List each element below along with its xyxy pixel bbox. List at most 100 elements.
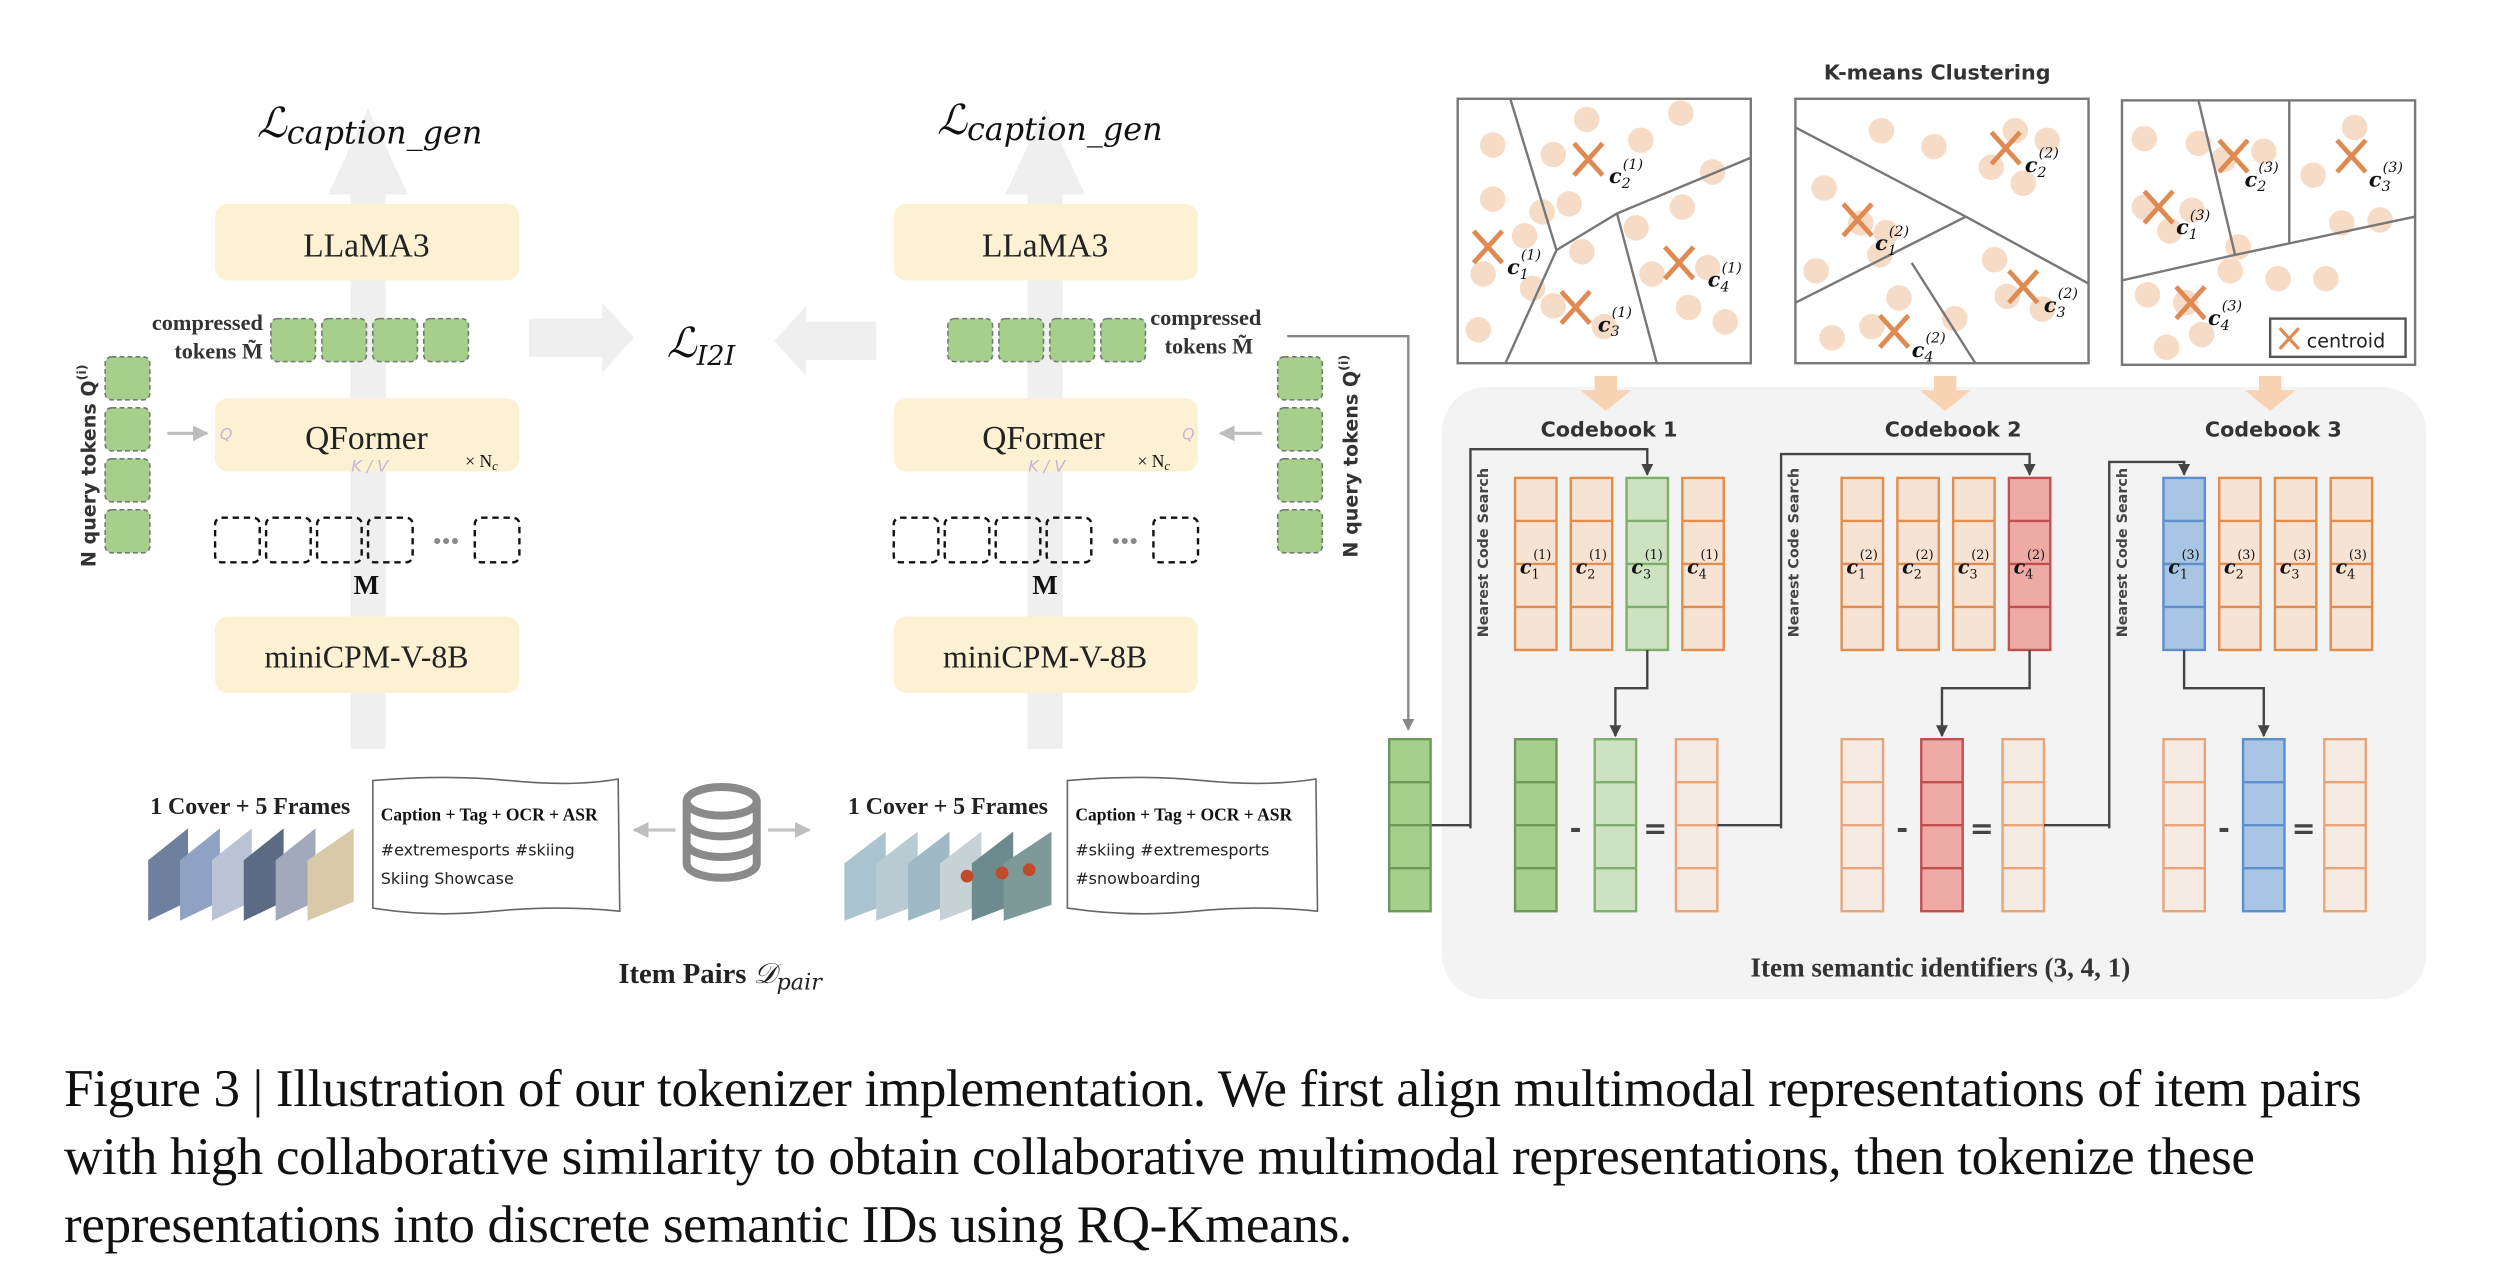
caption-gen-loss: ℒcaption_gen xyxy=(257,99,482,151)
query-tokens-label: N query tokens Q(i) xyxy=(75,364,101,567)
codeword: c2(2) xyxy=(1896,476,1940,652)
codeword-label: c2(2) xyxy=(1902,548,1933,582)
text-card-header: Caption + Tag + OCR + ASR xyxy=(381,804,598,824)
llama3-block xyxy=(215,203,520,281)
codeword: c4(3) xyxy=(2329,476,2374,652)
compressed-token xyxy=(947,317,994,363)
nearest-code-search-label: Nearest Code Search xyxy=(1787,468,1803,637)
compressed-token xyxy=(372,317,419,363)
codebook-title: Codebook 1 xyxy=(1541,417,1678,441)
qformer-block xyxy=(215,398,520,472)
text-card-tags: #extremesports #skiing xyxy=(381,840,575,859)
caption-gen-loss: ℒcaption_gen xyxy=(937,96,1162,148)
query-token xyxy=(1276,407,1324,452)
selected-codeword-vector xyxy=(1920,737,1964,913)
equals-sign: = xyxy=(2292,811,2316,845)
compressed-tokens xyxy=(947,317,1147,363)
frames-label: 1 Cover + 5 Frames xyxy=(848,794,1048,820)
left-pipeline: ℒcaption_gen LLaMA3 compressed tokens M̃… xyxy=(75,99,621,921)
right-pipeline: ℒcaption_gen LLaMA3 compressed tokens M̃… xyxy=(844,96,1415,921)
kv-input-label: K / V xyxy=(351,457,389,476)
embedding-connector-arrow-icon xyxy=(1287,334,1415,731)
text-card-tags-2: #snowboarding xyxy=(1075,869,1200,888)
query-token xyxy=(104,407,151,452)
item-pairs-label: Item Pairs 𝒟pair xyxy=(618,956,823,995)
nearest-search-arrow-icon xyxy=(1469,448,1654,829)
codeword-selected: c4(2) xyxy=(2007,476,2052,652)
query-token xyxy=(1276,458,1324,503)
equals-sign: = xyxy=(1970,811,1994,845)
llama3-label: LLaMA3 xyxy=(303,227,429,264)
qformer-label: QFormer xyxy=(305,420,428,457)
ellipsis-icon: ••• xyxy=(433,527,460,556)
minus-sign: - xyxy=(1570,811,1582,845)
feature-token xyxy=(264,516,312,564)
residual-output-vector xyxy=(1674,737,1719,913)
residual-input-vector xyxy=(2162,737,2207,913)
kmeans-title: K-means Clustering xyxy=(1824,61,2051,85)
query-tokens xyxy=(104,356,151,554)
codeword: c3(3) xyxy=(2273,476,2318,652)
kmeans-panel-1: c2(1) c1(1) c3(1) c4(1) xyxy=(1456,97,1753,365)
legend-label: centroid xyxy=(2307,329,2385,352)
legend: centroid xyxy=(2268,317,2407,359)
compressed-token xyxy=(270,317,317,363)
feature-token xyxy=(1045,516,1093,564)
codeword-arrow-icon xyxy=(1609,649,1649,738)
llama3-block xyxy=(893,203,1199,281)
i2i-loss: ℒI2I xyxy=(667,319,737,372)
residual-output-vector xyxy=(2001,737,2046,913)
kmeans-panel-3: c2(3) c3(3) c1(3) c4(3) centroid xyxy=(2120,99,2417,367)
compressed-token xyxy=(1049,317,1096,363)
database-icon xyxy=(682,782,761,882)
feature-token xyxy=(892,516,940,564)
query-token xyxy=(104,356,151,401)
minicpm-block xyxy=(893,616,1199,693)
minicpm-label: miniCPM-V-8B xyxy=(264,639,468,674)
q-input-label: Q xyxy=(1182,425,1195,444)
input-embedding-vector xyxy=(1387,737,1432,913)
centroid-icon xyxy=(1471,141,1696,325)
compressed-tokens xyxy=(270,317,470,363)
residual-output-vector xyxy=(2323,737,2367,913)
qformer-label: QFormer xyxy=(982,420,1105,457)
repeat-label: × Nc xyxy=(1137,451,1170,473)
text-card-header: Caption + Tag + OCR + ASR xyxy=(1075,804,1292,824)
codebook-title: Codebook 3 xyxy=(2205,417,2342,441)
codebook-1: Codebook 1c1(1)c2(1)c3(1)c4(1)Nearest Co… xyxy=(1469,417,1725,913)
minicpm-label: miniCPM-V-8B xyxy=(943,639,1147,674)
video-frames-image xyxy=(148,828,354,921)
feature-token xyxy=(994,516,1042,564)
feature-token xyxy=(213,516,261,564)
query-tokens xyxy=(1276,356,1324,554)
semantic-id-result: Item semantic identifiers (3, 4, 1) xyxy=(1751,953,2131,983)
codebook-2: Codebook 2c1(2)c2(2)c3(2)c4(2)Nearest Co… xyxy=(1779,417,2052,913)
codeword: c2(1) xyxy=(1569,476,1614,652)
codeword: c2(3) xyxy=(2217,476,2262,652)
kmeans-panel-2: c2(2) c1(2) c3(2) c4(2) xyxy=(1794,97,2090,366)
compressed-token xyxy=(998,317,1045,363)
feature-token xyxy=(1152,516,1200,564)
feature-token xyxy=(366,516,414,564)
nearest-search-arrow-icon xyxy=(2108,460,2191,829)
codebook-3: Codebook 3c1(3)c2(3)c3(3)c4(3)Nearest Co… xyxy=(2108,417,2374,913)
feature-tokens xyxy=(213,516,521,564)
codeword-arrow-icon xyxy=(1936,649,2031,738)
codebook-title: Codebook 2 xyxy=(1885,417,2022,441)
down-arrow-icon xyxy=(1919,375,1971,412)
centroid-icon xyxy=(1841,130,2040,349)
compressed-tokens-label: compressed xyxy=(1150,305,1262,330)
down-arrow-icon xyxy=(1580,375,1632,412)
compressed-token xyxy=(423,317,470,363)
frames-label: 1 Cover + 5 Frames xyxy=(150,794,350,820)
feature-token xyxy=(473,516,521,564)
equals-sign: = xyxy=(1643,811,1667,845)
codeword-selected: c3(1) xyxy=(1625,476,1670,652)
selected-codeword-vector xyxy=(2241,737,2286,913)
codeword: c1(2) xyxy=(1840,476,1885,652)
codeword: c4(1) xyxy=(1681,476,1725,652)
residual-input-vector xyxy=(1840,737,1885,913)
compressed-tokens-label-2: tokens M̃ xyxy=(174,338,263,363)
centroid-icon xyxy=(2278,327,2300,350)
